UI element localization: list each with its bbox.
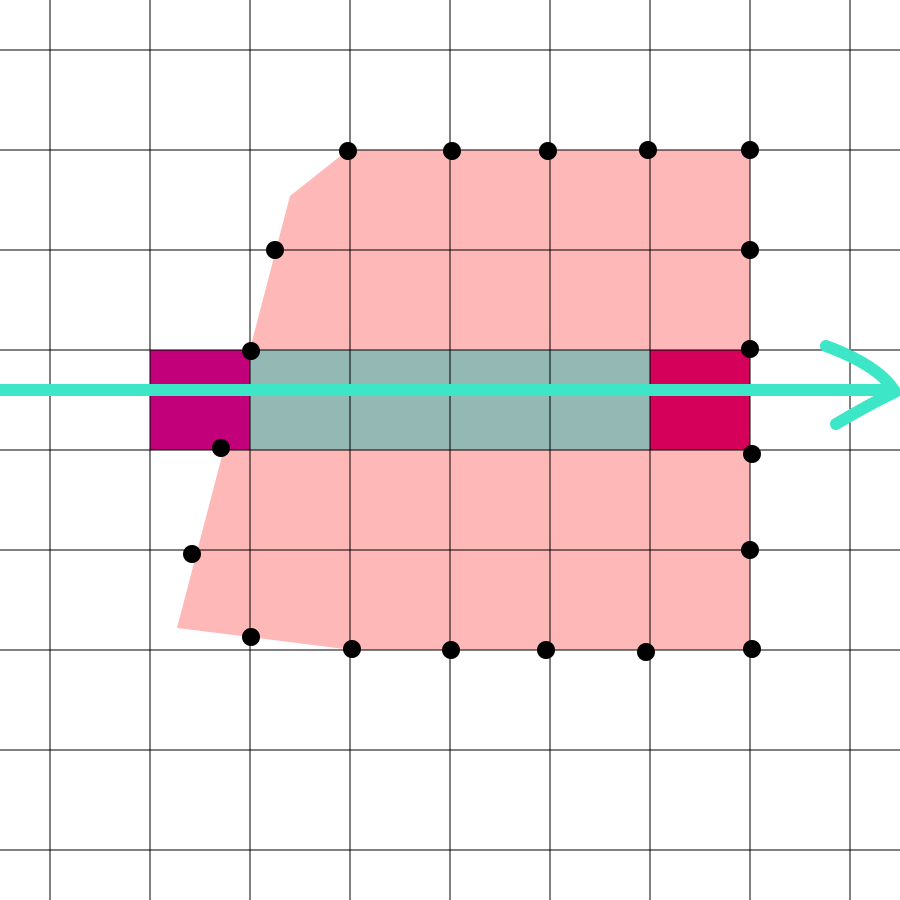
vertex-point xyxy=(266,241,284,259)
vertex-point xyxy=(637,643,655,661)
vertex-point xyxy=(743,445,761,463)
vertex-point xyxy=(212,439,230,457)
vertex-point xyxy=(183,545,201,563)
vertex-point xyxy=(442,641,460,659)
vertex-point xyxy=(242,342,260,360)
arrow-right-icon xyxy=(0,340,900,430)
vertex-point xyxy=(539,142,557,160)
vertex-point xyxy=(741,241,759,259)
vertex-point xyxy=(339,142,357,160)
vertex-point xyxy=(741,141,759,159)
vertex-point xyxy=(343,640,361,658)
arrow-head xyxy=(820,340,900,430)
left-magenta-block xyxy=(150,350,250,450)
vertex-point xyxy=(242,628,260,646)
vertex-point xyxy=(743,640,761,658)
vertex-point xyxy=(639,141,657,159)
vertex-point xyxy=(741,541,759,559)
vertex-point xyxy=(537,641,555,659)
vertex-point xyxy=(443,142,461,160)
vertex-point xyxy=(741,340,759,358)
vertex-points xyxy=(183,141,761,661)
right-crimson-block xyxy=(650,350,750,450)
